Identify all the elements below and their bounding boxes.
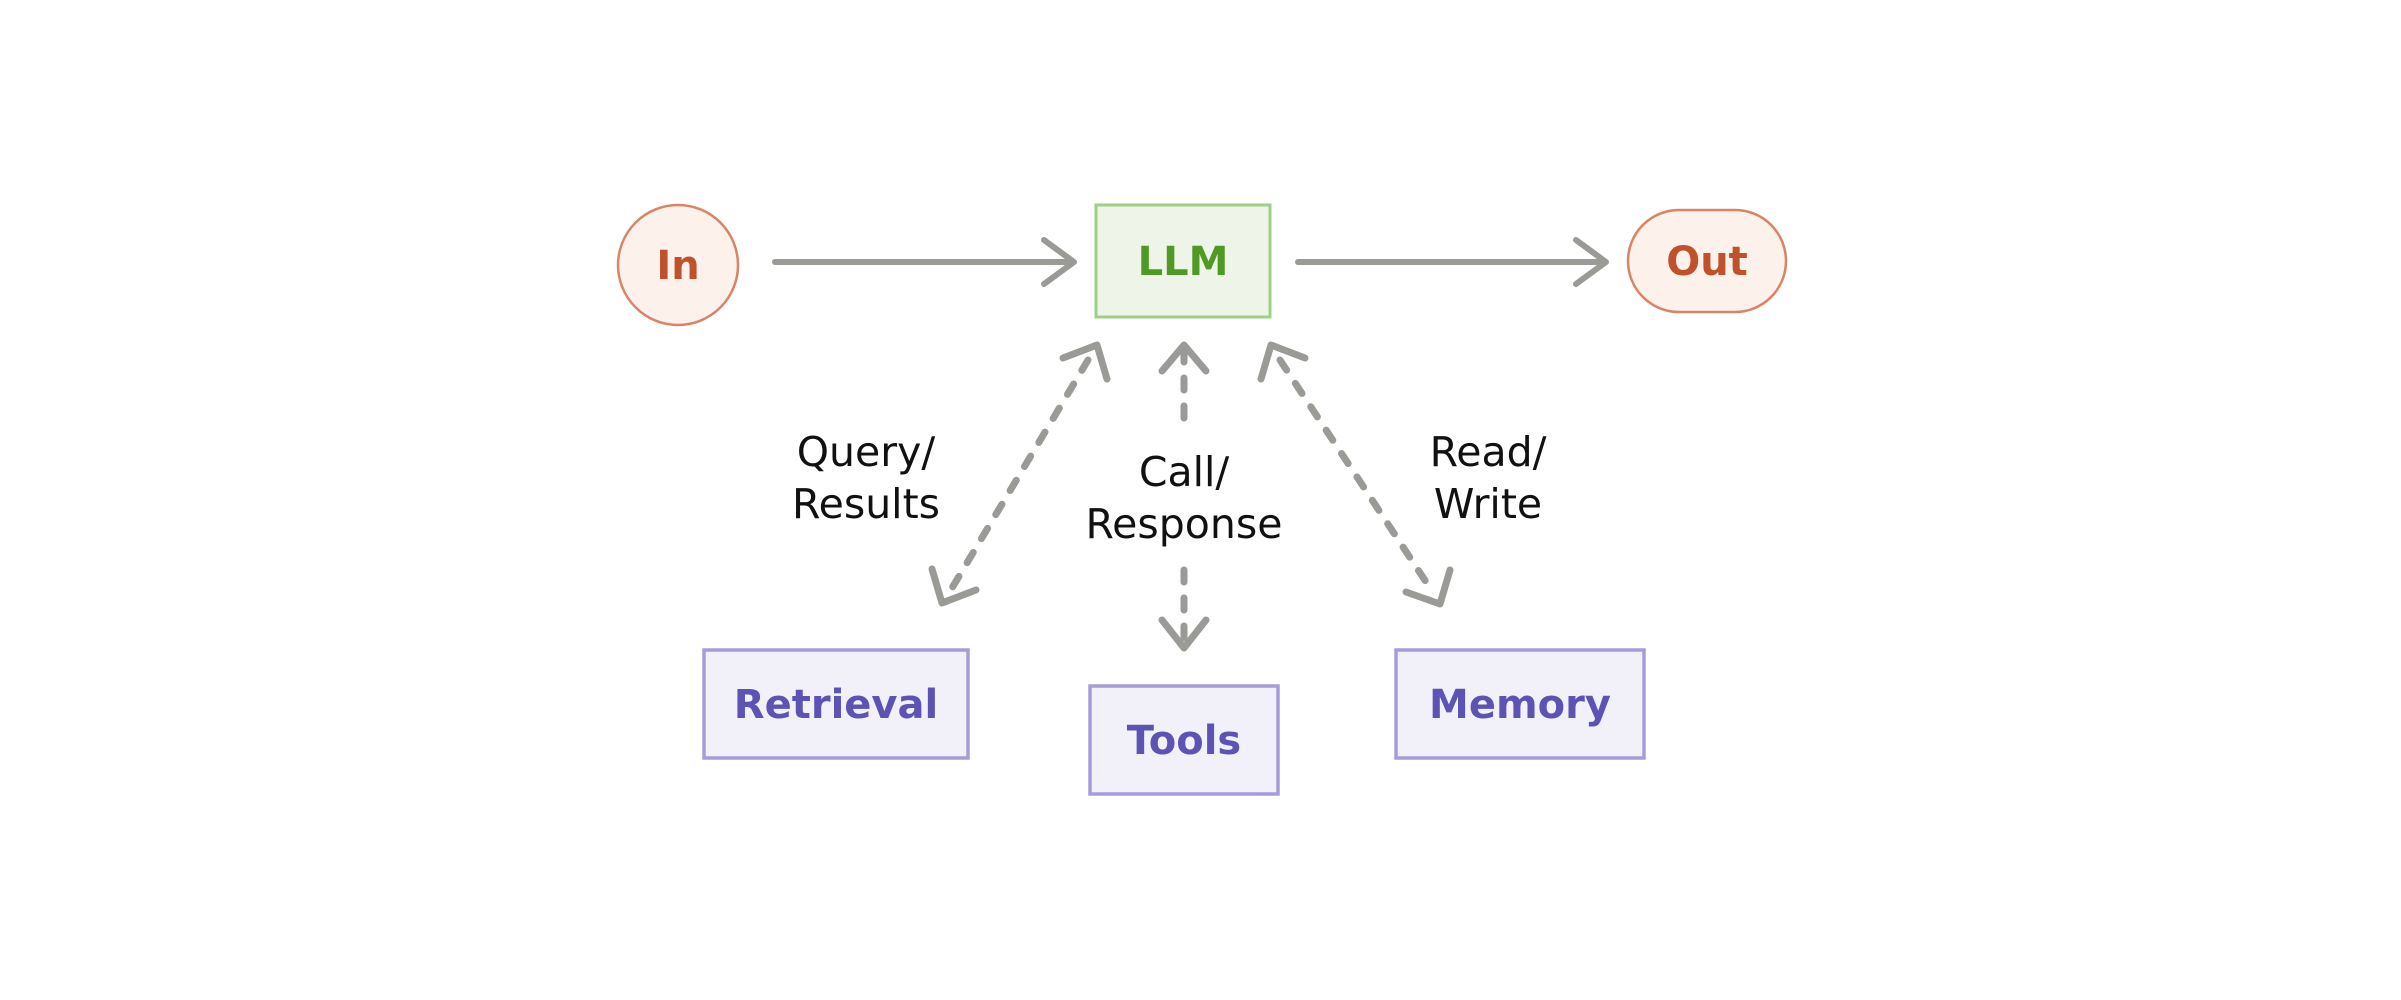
edge-llm-memory-arrowhead-memory bbox=[1402, 566, 1454, 608]
node-out-label: Out bbox=[1666, 239, 1748, 285]
node-retrieval-label: Retrieval bbox=[734, 682, 938, 728]
node-llm[interactable]: LLM bbox=[1094, 203, 1272, 319]
node-in[interactable]: In bbox=[616, 203, 740, 327]
edge-label-query-results: Query/ Results bbox=[792, 428, 940, 528]
edge-llm-retrieval-arrowhead-retrieval bbox=[928, 565, 980, 607]
node-tools-shape[interactable] bbox=[1088, 684, 1280, 796]
edge-llm-retrieval-line bbox=[948, 356, 1092, 592]
edge-llm-tools-arrowhead-tools bbox=[1158, 616, 1210, 652]
edge-llm-retrieval-arrowhead-llm bbox=[1059, 341, 1111, 383]
edge-label-call-response-line1: Call/ bbox=[1139, 448, 1230, 496]
node-memory[interactable]: Memory bbox=[1394, 648, 1646, 760]
node-out[interactable]: Out bbox=[1626, 208, 1788, 314]
node-retrieval-shape[interactable] bbox=[702, 648, 970, 760]
edge-label-query-results-line1: Query/ bbox=[797, 428, 936, 476]
node-memory-shape[interactable] bbox=[1394, 648, 1646, 760]
node-tools-label: Tools bbox=[1127, 718, 1241, 764]
edge-label-call-response: Call/ Response bbox=[1086, 448, 1283, 548]
edge-label-query-results-line2: Results bbox=[792, 480, 940, 528]
node-in-label: In bbox=[656, 243, 699, 289]
node-retrieval[interactable]: Retrieval bbox=[702, 648, 970, 760]
edge-in-to-llm bbox=[772, 237, 1077, 287]
node-out-shape[interactable] bbox=[1626, 208, 1788, 314]
edge-llm-memory-line bbox=[1276, 356, 1434, 592]
node-llm-label: LLM bbox=[1138, 239, 1229, 285]
node-llm-shape[interactable] bbox=[1094, 203, 1272, 319]
edge-llm-memory bbox=[1257, 341, 1454, 608]
edge-label-call-response-line2: Response bbox=[1086, 500, 1283, 548]
edge-label-read-write-line2: Write bbox=[1434, 480, 1542, 528]
edge-llm-retrieval bbox=[928, 341, 1111, 607]
node-memory-label: Memory bbox=[1429, 682, 1611, 728]
edge-llm-tools-arrowhead-llm bbox=[1158, 341, 1210, 375]
edge-llm-tools bbox=[1158, 341, 1210, 652]
node-in-shape[interactable] bbox=[616, 203, 740, 327]
edge-in-to-llm-arrowhead bbox=[1041, 237, 1077, 287]
node-tools[interactable]: Tools bbox=[1088, 684, 1280, 796]
edge-llm-memory-arrowhead-llm bbox=[1257, 341, 1309, 383]
edge-label-read-write-line1: Read/ bbox=[1430, 428, 1547, 476]
edge-label-read-write: Read/ Write bbox=[1430, 428, 1547, 528]
edge-llm-to-out-arrowhead bbox=[1573, 237, 1609, 287]
edge-llm-to-out bbox=[1295, 237, 1609, 287]
